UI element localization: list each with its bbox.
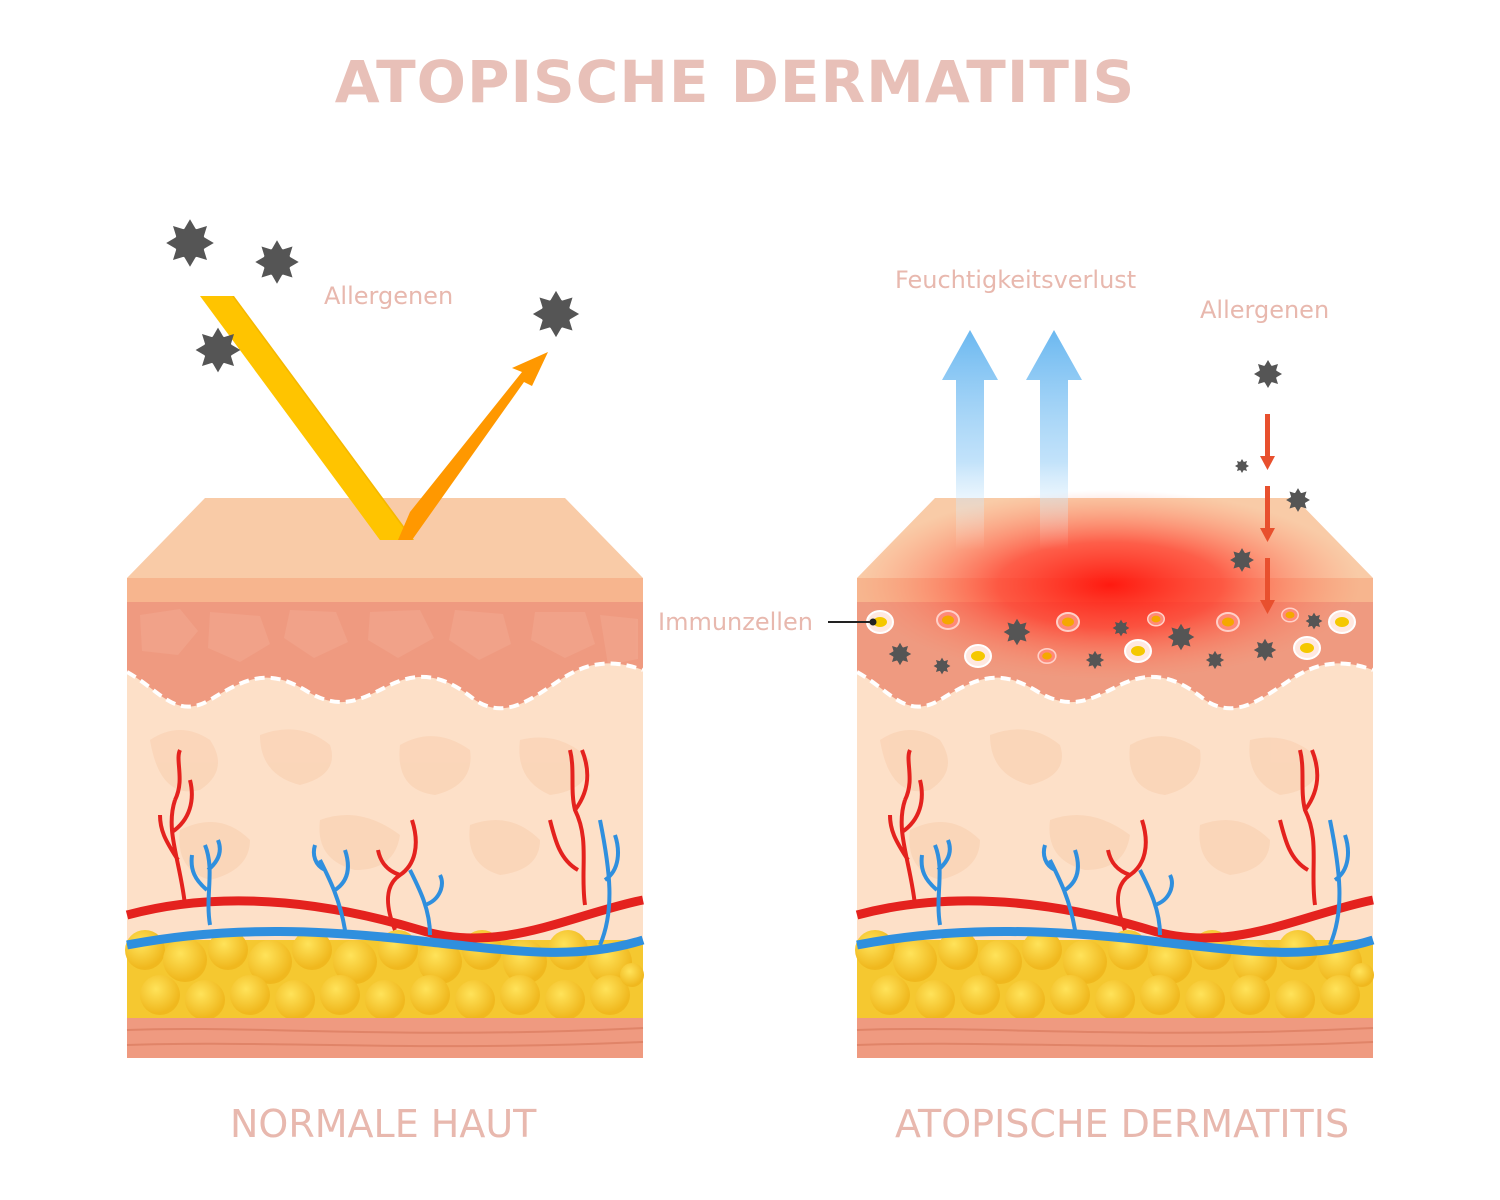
immune-cells-label: Immunzellen (658, 608, 813, 636)
moisture-arrow-icon (942, 330, 1082, 550)
atopic-dermatitis-caption: ATOPISCHE DERMATITIS (895, 1102, 1350, 1146)
penetration-arrow-icon (1260, 414, 1275, 614)
immune-pointer-line (828, 618, 877, 626)
normal-skin-caption: NORMALE HAUT (230, 1102, 537, 1146)
page-title: ATOPISCHE DERMATITIS (334, 48, 1136, 116)
inflammation-glow (860, 490, 1360, 680)
normal-skin-block (125, 219, 645, 1058)
atopic-skin-block (828, 330, 1375, 1058)
right-allergen-label: Allergenen (1200, 296, 1330, 324)
moisture-loss-label: Feuchtigkeitsverlust (895, 266, 1137, 294)
left-allergen-label: Allergenen (324, 282, 454, 310)
